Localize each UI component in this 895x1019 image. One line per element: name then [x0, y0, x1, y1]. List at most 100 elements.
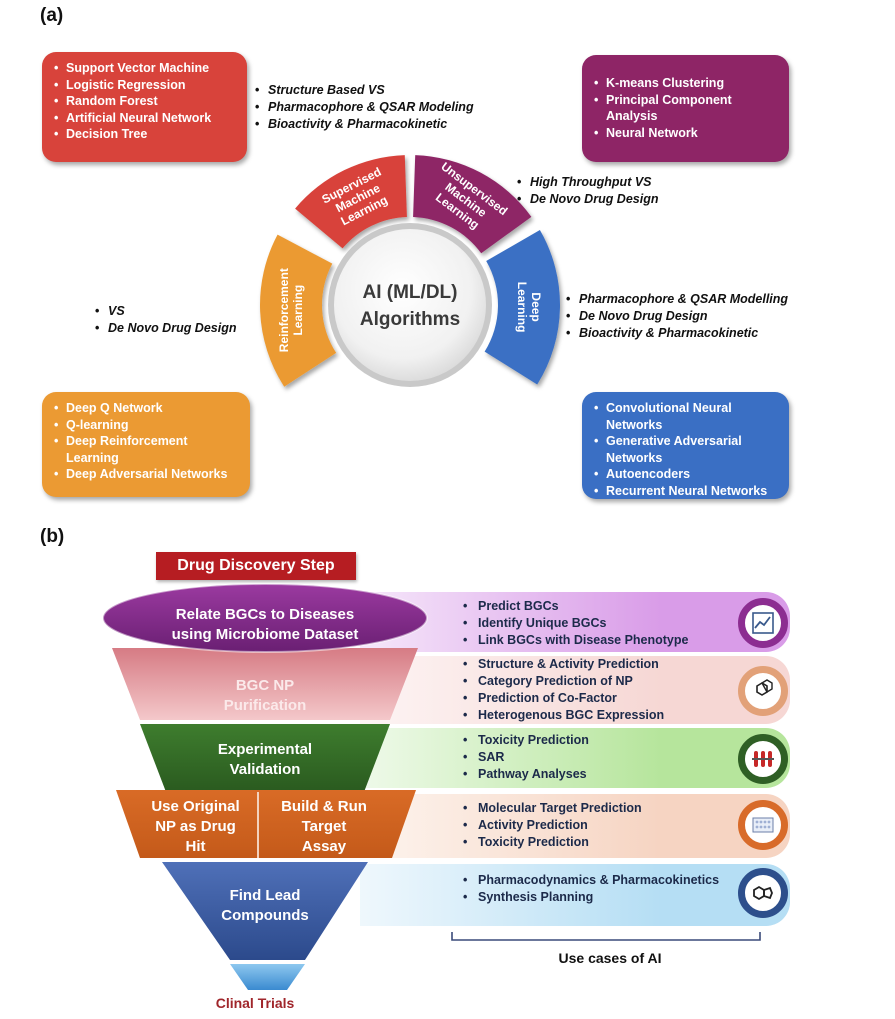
list-item: Random Forest [54, 93, 235, 110]
list-item: High Throughput VS [517, 174, 659, 191]
stage-4-right-line-2: Target [301, 818, 347, 835]
stage-3-line-1: Experimental [217, 741, 313, 758]
use-case-band-5: Pharmacodynamics & PharmacokineticsSynth… [360, 864, 790, 926]
unsupervised-applications-list: High Throughput VSDe Novo Drug Design [517, 174, 659, 208]
supervised-segment [295, 155, 407, 249]
reinforcement-algorithms-box: Deep Q NetworkQ-learningDeep Reinforceme… [42, 392, 250, 497]
funnel-stage-hit-assay [116, 790, 416, 858]
stage-4-right-text: Build & Run Target Assay [260, 797, 388, 857]
list-item: VS [95, 303, 237, 320]
list-item: Principal Component Analysis [594, 92, 777, 125]
list-item: Q-learning [54, 417, 238, 434]
list-item: Recurrent Neural Networks [594, 483, 777, 500]
stage-4-right-line-3: Assay [301, 838, 347, 855]
deep-learning-applications: Pharmacophore & QSAR ModellingDe Novo Dr… [566, 291, 788, 342]
stage-5-line-1: Find Lead [229, 887, 301, 904]
stage-1-line-2: using Microbiome Dataset [171, 626, 359, 643]
center-title-line1: AI (ML/DL) [363, 282, 458, 303]
stage-3-line-2: Validation [229, 761, 301, 778]
reinforcement-segment-label: ReinforcementLearning [277, 268, 305, 352]
molecule-icon [738, 666, 788, 716]
list-item: Pharmacodynamics & Pharmacokinetics [463, 872, 719, 889]
test-tubes-icon [738, 734, 788, 784]
use-case-list-2: Structure & Activity PredictionCategory … [463, 656, 664, 724]
assay-plate-icon [738, 800, 788, 850]
use-case-band-2: Structure & Activity PredictionCategory … [360, 656, 790, 724]
center-disc [334, 229, 486, 381]
stage-5-line-2: Compounds [221, 907, 309, 924]
stage-4-left-line-3: Hit [185, 838, 206, 855]
supervised-applications: Structure Based VSPharmacophore & QSAR M… [255, 82, 474, 133]
list-item: SAR [463, 749, 589, 766]
list-item: Decision Tree [54, 126, 235, 143]
stage-2-text: BGC NP Purification [160, 676, 370, 716]
list-item: Prediction of Co-Factor [463, 690, 664, 707]
funnel-tip [230, 964, 305, 990]
list-item: Bioactivity & Pharmacokinetic [566, 325, 788, 342]
list-item: Category Prediction of NP [463, 673, 664, 690]
list-item: Predict BGCs [463, 598, 688, 615]
list-item: Autoencoders [594, 466, 777, 483]
algorithm-wheel: AI (ML/DL) Algorithms SupervisedMachineL… [260, 155, 560, 387]
list-item: Toxicity Prediction [463, 834, 642, 851]
list-item: Deep Q Network [54, 400, 238, 417]
deep-algorithms-box: Convolutional Neural NetworksGenerative … [582, 392, 789, 499]
funnel-stage-bgc-disease [103, 584, 427, 652]
unsupervised-algorithms-list: K-means ClusteringPrincipal Component An… [594, 75, 777, 141]
reinforcement-segment [260, 234, 337, 387]
deep-algorithms-list: Convolutional Neural NetworksGenerative … [594, 400, 777, 499]
reinforcement-algorithms-list: Deep Q NetworkQ-learningDeep Reinforceme… [54, 400, 238, 483]
stage-4-left-text: Use Original NP as Drug Hit [133, 797, 258, 857]
list-item: Identify Unique BGCs [463, 615, 688, 632]
use-case-band-4: Molecular Target PredictionActivity Pred… [360, 794, 790, 858]
stage-4-left-line-2: NP as Drug [155, 818, 236, 835]
list-item: Molecular Target Prediction [463, 800, 642, 817]
stage-2-line-2: Purification [223, 697, 307, 714]
list-item: Structure & Activity Prediction [463, 656, 664, 673]
list-item: Support Vector Machine [54, 60, 235, 77]
unsupervised-segment [413, 155, 532, 254]
stage-1-text: Relate BGCs to Diseases using Microbiome… [130, 605, 400, 645]
list-item: De Novo Drug Design [566, 308, 788, 325]
list-item: Bioactivity & Pharmacokinetic [255, 116, 474, 133]
list-item: Heterogenous BGC Expression [463, 707, 664, 724]
use-case-list-4: Molecular Target PredictionActivity Pred… [463, 800, 642, 851]
use-case-band-1: Predict BGCsIdentify Unique BGCsLink BGC… [360, 592, 790, 652]
list-item: Deep Reinforcement Learning [54, 433, 238, 466]
use-case-list-5: Pharmacodynamics & PharmacokineticsSynth… [463, 872, 719, 906]
list-item: Toxicity Prediction [463, 732, 589, 749]
list-item: Synthesis Planning [463, 889, 719, 906]
reinforcement-applications-list: VSDe Novo Drug Design [95, 303, 237, 337]
deep-segment-label: DeepLearning [515, 282, 543, 333]
funnel-stage-validation [140, 724, 390, 792]
stage-1-line-1: Relate BGCs to Diseases [175, 606, 355, 623]
chart-icon [738, 598, 788, 648]
list-item: Generative Adversarial Networks [594, 433, 777, 466]
funnel-stage-purification [112, 648, 418, 720]
deep-segment-label-line: Learning [515, 282, 529, 333]
use-case-band-3: Toxicity PredictionSARPathway Analyses [360, 728, 790, 788]
list-item: Artificial Neural Network [54, 110, 235, 127]
list-item: Activity Prediction [463, 817, 642, 834]
panel-b-label: (b) [40, 526, 65, 547]
reinforcement-segment-label-line: Reinforcement [277, 268, 291, 352]
list-item: Neural Network [594, 125, 777, 142]
deep-segment [484, 230, 560, 385]
center-title-line2: Algorithms [360, 309, 460, 330]
list-item: De Novo Drug Design [517, 191, 659, 208]
drug-discovery-header: Drug Discovery Step [156, 552, 356, 580]
use-cases-label: Use cases of AI [558, 950, 662, 966]
list-item: Pharmacophore & QSAR Modelling [566, 291, 788, 308]
reinforcement-segment-label-line: Learning [291, 285, 305, 336]
stage-5-text: Find Lead Compounds [165, 886, 365, 926]
list-item: De Novo Drug Design [95, 320, 237, 337]
use-case-list-1: Predict BGCsIdentify Unique BGCsLink BGC… [463, 598, 688, 649]
supervised-algorithms-list: Support Vector MachineLogistic Regressio… [54, 60, 235, 143]
deep-learning-applications-list: Pharmacophore & QSAR ModellingDe Novo Dr… [566, 291, 788, 342]
supervised-applications-list: Structure Based VSPharmacophore & QSAR M… [255, 82, 474, 133]
supervised-algorithms-box: Support Vector MachineLogistic Regressio… [42, 52, 247, 162]
list-item: Logistic Regression [54, 77, 235, 94]
list-item: Structure Based VS [255, 82, 474, 99]
list-item: Deep Adversarial Networks [54, 466, 238, 483]
clinical-trials-label: Clinal Trials [215, 995, 295, 1011]
